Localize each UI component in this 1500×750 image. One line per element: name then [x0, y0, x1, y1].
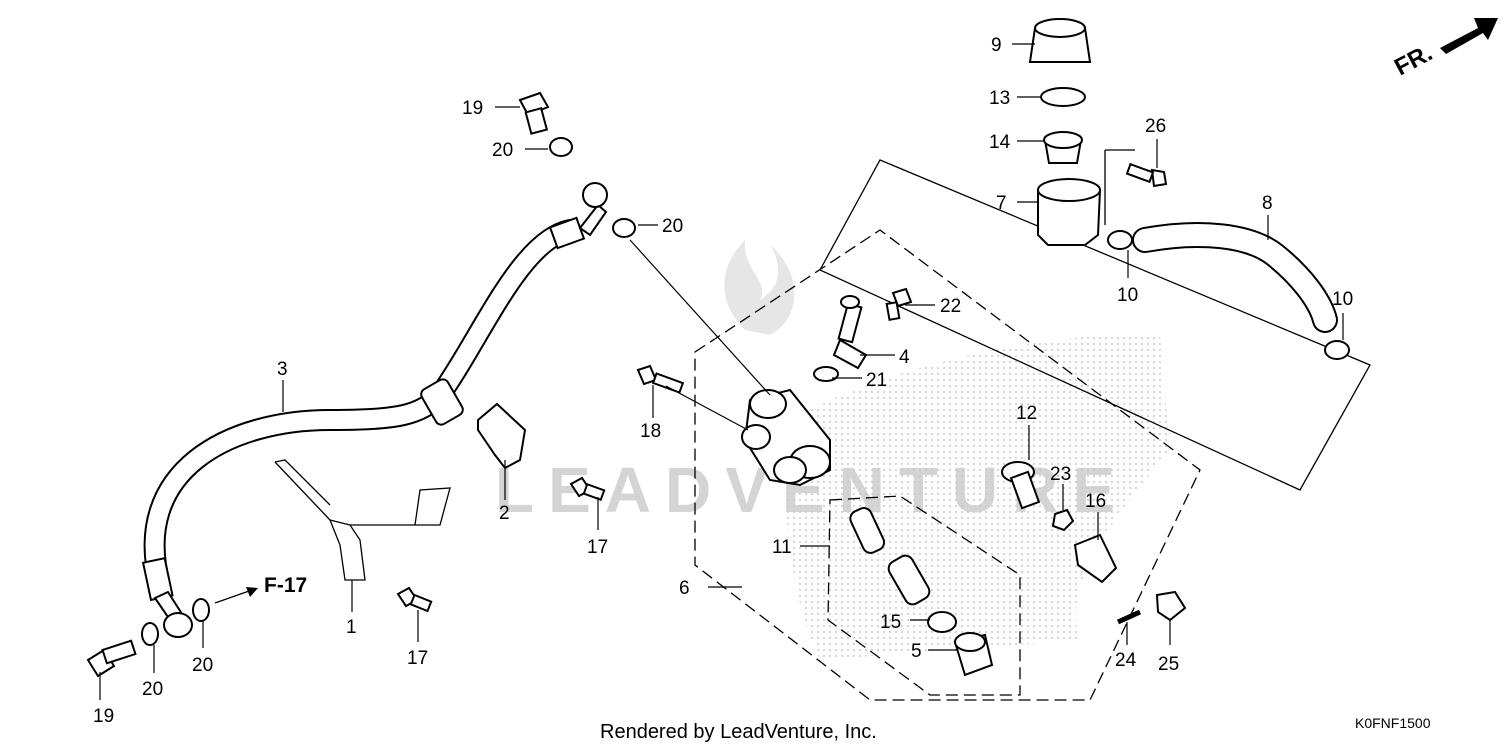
hose-clip-upper — [1107, 230, 1133, 250]
callout-2: 2 — [499, 503, 510, 524]
push-rod-boot — [1073, 533, 1118, 584]
reservoir-hose-joint — [832, 295, 868, 370]
sealing-washer-bottom-right — [192, 598, 210, 622]
callout-19-top: 19 — [462, 98, 483, 119]
hose-clip-lower — [1324, 340, 1350, 360]
reservoir-diaphragm-top — [1043, 131, 1083, 149]
front-label: FR. — [1390, 39, 1437, 81]
front-arrow-icon — [1440, 18, 1498, 54]
rendered-by-credit: Rendered by LeadVenture, Inc. — [600, 721, 877, 743]
callout-14: 14 — [989, 132, 1011, 153]
callout-20-top: 20 — [492, 140, 513, 161]
callout-8: 8 — [1262, 193, 1273, 214]
dotted-background-region — [786, 334, 1170, 660]
callout-26: 26 — [1145, 116, 1166, 137]
assembly-outline-11 — [827, 495, 1021, 696]
o-ring — [813, 366, 839, 382]
callout-6: 6 — [679, 578, 690, 599]
callout-3: 3 — [277, 359, 288, 380]
hose-clip — [477, 402, 527, 470]
piston — [887, 554, 931, 606]
callout-7: 7 — [996, 193, 1007, 214]
master-cylinder-body — [741, 388, 831, 487]
callout-19-bottom: 19 — [93, 706, 114, 727]
banjo-bolt-bottom — [86, 639, 137, 678]
callout-13: 13 — [989, 88, 1010, 109]
callout-20-bottom-left: 20 — [142, 679, 163, 700]
callout-23: 23 — [1050, 464, 1071, 485]
sealing-washer-top — [549, 137, 573, 157]
callout-21: 21 — [866, 370, 887, 391]
circlip — [927, 611, 957, 633]
brake-hose — [141, 182, 608, 638]
callouts: 19 20 20 3 2 17 1 17 18 22 4 21 6 11 15 … — [93, 35, 1353, 727]
callout-5: 5 — [911, 641, 922, 662]
callout-12: 12 — [1016, 403, 1037, 424]
push-rod-nut — [1051, 508, 1075, 532]
watermark-flame-logo — [724, 240, 795, 335]
bolt-26 — [1125, 162, 1168, 188]
bolt-17-upper — [569, 476, 606, 502]
callout-10-right: 10 — [1332, 289, 1353, 310]
piston-boot-top — [954, 632, 986, 652]
callout-24: 24 — [1115, 650, 1137, 671]
sealing-washer-middle — [612, 218, 636, 238]
cross-reference: F-17 — [214, 574, 307, 604]
callout-16: 16 — [1085, 491, 1106, 512]
push-rod — [1001, 461, 1041, 510]
push-rod-joint — [1155, 590, 1187, 622]
callout-4: 4 — [899, 347, 910, 368]
hose-bracket — [274, 459, 451, 581]
reservoir-cap-top — [1034, 18, 1086, 38]
callout-10-left: 10 — [1117, 285, 1138, 306]
cotter-pin — [1116, 609, 1142, 625]
reservoir-set-plate — [1040, 87, 1086, 107]
callout-18: 18 — [640, 421, 661, 442]
bolt-18 — [636, 364, 685, 394]
reservoir-group-bracket — [819, 159, 1371, 491]
callout-11: 11 — [772, 537, 792, 558]
assembly-outline-6 — [694, 229, 1201, 701]
callout-17-upper: 17 — [587, 537, 608, 558]
bolt-22 — [885, 287, 913, 321]
sealing-washer-bottom-left — [141, 622, 159, 646]
diagram-code: K0FNF1500 — [1355, 715, 1431, 731]
front-direction-indicator: FR. — [1390, 18, 1498, 81]
callout-9: 9 — [991, 35, 1002, 56]
reservoir-tank-top — [1037, 178, 1101, 202]
leader-lines — [99, 43, 1344, 700]
callout-1: 1 — [346, 617, 357, 638]
callout-20-middle: 20 — [662, 216, 683, 237]
callout-20-bottom-right: 20 — [192, 655, 213, 676]
banjo-bolt-top — [518, 91, 550, 135]
callout-17-lower: 17 — [407, 648, 428, 669]
callout-25: 25 — [1158, 654, 1179, 675]
cross-reference-arrow-icon — [246, 587, 258, 597]
cross-reference-label: F-17 — [264, 574, 307, 597]
bolt-17-lower — [396, 586, 433, 613]
piston-spring — [849, 507, 886, 554]
callout-22: 22 — [940, 296, 961, 317]
reservoir-hose — [1134, 224, 1336, 331]
callout-15: 15 — [880, 612, 901, 633]
